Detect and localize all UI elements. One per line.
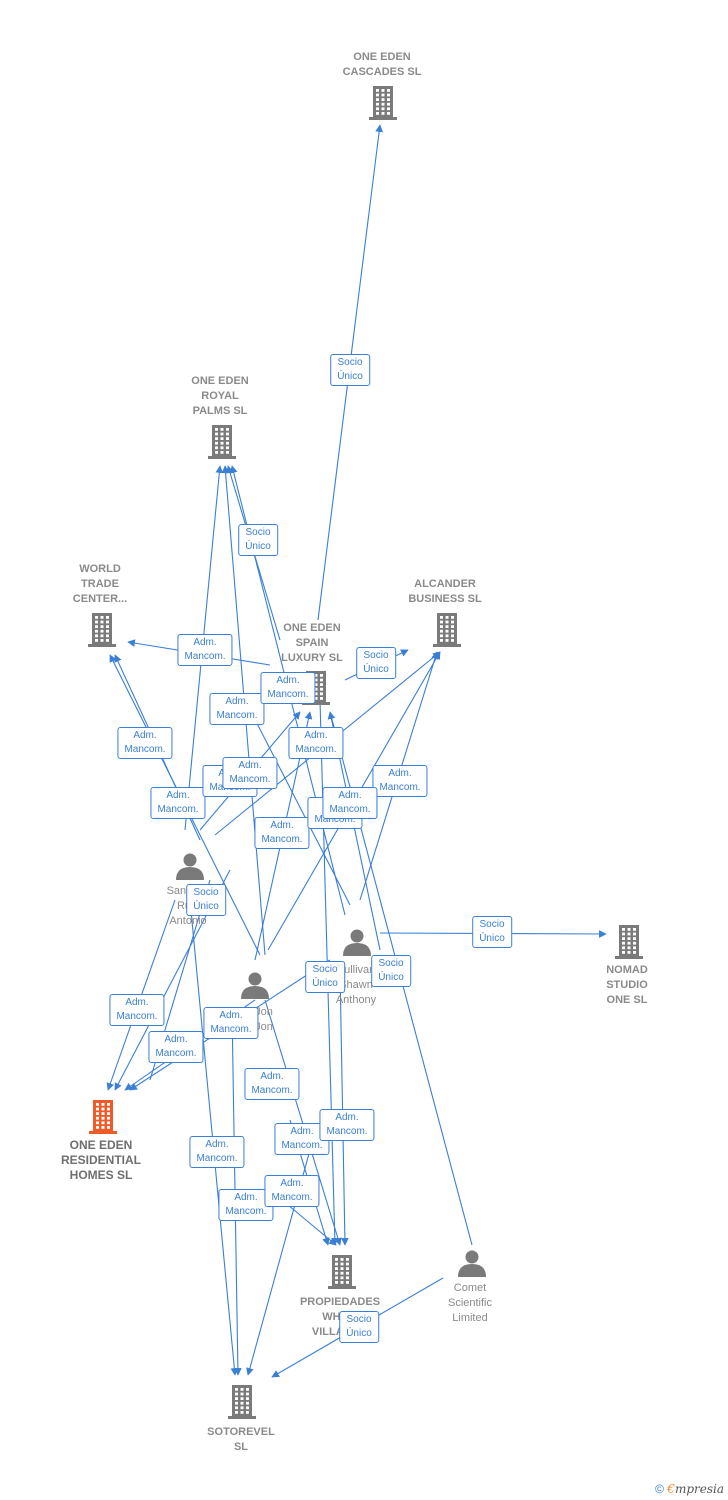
node-label-cascades[interactable]: ONE EDEN CASCADES SL — [342, 51, 422, 78]
node-label-world[interactable]: WORLD TRADE CENTER... — [72, 563, 128, 605]
edge-label[interactable]: Adm. Mancom. — [260, 672, 316, 704]
edge-label[interactable]: Socio Único — [356, 647, 396, 679]
building-icon[interactable] — [88, 613, 116, 647]
edge-25 — [339, 969, 349, 1246]
node-label-alcander[interactable]: ALCANDER BUSINESS SL — [408, 578, 482, 605]
building-icon[interactable] — [208, 425, 236, 459]
edge-label[interactable]: Socio Único — [330, 354, 370, 386]
edge-label[interactable]: Adm. Mancom. — [372, 765, 428, 797]
node-label-p2[interactable]: Jon Jon — [255, 1006, 273, 1033]
edge-label[interactable]: Adm. Mancom. — [288, 727, 344, 759]
edge-label[interactable]: Adm. Mancom. — [322, 787, 378, 819]
person-icon[interactable] — [241, 972, 269, 1000]
person-icon[interactable] — [343, 929, 371, 957]
copyright-icon: © — [655, 1482, 664, 1496]
edge-label[interactable]: Adm. Mancom. — [222, 757, 278, 789]
edge-label[interactable]: Adm. Mancom. — [264, 1175, 320, 1207]
building-icon[interactable] — [228, 1385, 256, 1419]
node-label-sotorevel[interactable]: SOTOREVEL SL — [207, 1426, 275, 1453]
edge-label[interactable]: Adm. Mancom. — [148, 1031, 204, 1063]
edges-layer — [106, 124, 607, 1378]
edge-label[interactable]: Adm. Mancom. — [319, 1109, 375, 1141]
edge-label[interactable]: Adm. Mancom. — [218, 1189, 274, 1221]
edge-label[interactable]: Socio Único — [371, 955, 411, 987]
node-label-comet[interactable]: Comet Scientific Limited — [447, 1282, 493, 1324]
node-label-nomad[interactable]: NOMAD STUDIO ONE SL — [606, 964, 648, 1006]
edge-label[interactable]: Adm. Mancom. — [177, 634, 233, 666]
person-icon[interactable] — [176, 853, 204, 881]
edge-label[interactable]: Adm. Mancom. — [189, 1136, 245, 1168]
edge-label[interactable]: Adm. Mancom. — [209, 693, 265, 725]
edge-label[interactable]: Adm. Mancom. — [254, 817, 310, 849]
edge-label[interactable]: Socio Único — [305, 961, 345, 993]
building-icon[interactable] — [369, 86, 397, 120]
edge-label[interactable]: Adm. Mancom. — [150, 787, 206, 819]
edge-label[interactable]: Socio Único — [186, 884, 226, 916]
brand-logo[interactable]: €mpresia — [667, 1482, 724, 1496]
person-icon[interactable] — [458, 1250, 486, 1278]
footer: © €mpresia — [655, 1482, 724, 1496]
edge-12 — [244, 699, 351, 906]
edge-label[interactable]: Socio Único — [238, 524, 278, 556]
edge-label[interactable]: Socio Único — [472, 916, 512, 948]
building-icon[interactable] — [328, 1255, 356, 1289]
edge-label[interactable]: Socio Único — [339, 1311, 379, 1343]
edge-22 — [264, 999, 342, 1246]
edge-label[interactable]: Adm. Mancom. — [244, 1068, 300, 1100]
node-label-residential[interactable]: ONE EDEN RESIDENTIAL HOMES SL — [60, 1138, 142, 1182]
edge-label[interactable]: Adm. Mancom. — [109, 994, 165, 1026]
edge-label[interactable]: Adm. Mancom. — [203, 1007, 259, 1039]
node-label-spain[interactable]: ONE EDEN SPAIN LUXURY SL — [281, 622, 343, 664]
building-icon[interactable] — [615, 925, 643, 959]
node-label-p3[interactable]: Sullivan Shawn Anthony — [335, 964, 377, 1006]
building-icon[interactable] — [89, 1100, 117, 1134]
node-label-royal[interactable]: ONE EDEN ROYAL PALMS SL — [191, 375, 249, 417]
edge-label[interactable]: Adm. Mancom. — [117, 727, 173, 759]
building-icon[interactable] — [433, 613, 461, 647]
